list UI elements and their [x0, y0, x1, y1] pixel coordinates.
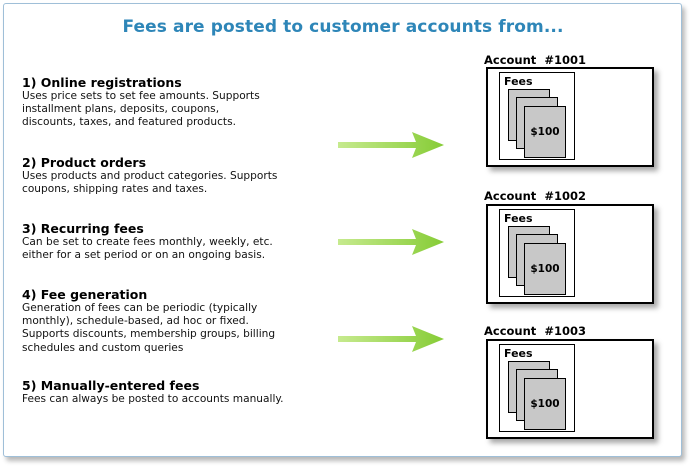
- fees-label: Fees: [504, 75, 533, 88]
- account-box: Fees $100: [486, 67, 654, 167]
- source-description: Generation of fees can be periodic (typi…: [22, 302, 276, 354]
- source-heading: 2) Product orders: [22, 155, 147, 170]
- source-product-orders: 2) Product orders Uses products and prod…: [22, 155, 342, 196]
- diagram-title: Fees are posted to customer accounts fro…: [122, 17, 564, 37]
- arrow-right-icon: [338, 326, 444, 352]
- source-fee-generation: 4) Fee generation Generation of fees can…: [22, 287, 342, 355]
- fees-box: Fees $100: [499, 72, 575, 160]
- source-online-registrations: 1) Online registrations Uses price sets …: [22, 75, 342, 130]
- source-description: Uses products and product categories. Su…: [22, 170, 278, 196]
- account-label: Account #1001: [484, 53, 586, 67]
- fee-amount: $100: [530, 398, 560, 410]
- arrow-right-icon: [338, 229, 444, 255]
- fees-box: Fees $100: [499, 209, 575, 297]
- source-heading: 3) Recurring fees: [22, 221, 144, 236]
- fee-card: $100: [524, 106, 566, 158]
- account-label: Account #1003: [484, 324, 586, 338]
- arrow-right-icon: [338, 132, 444, 158]
- source-heading: 4) Fee generation: [22, 287, 148, 302]
- source-recurring-fees: 3) Recurring fees Can be set to create f…: [22, 221, 342, 262]
- source-description: Fees can always be posted to accounts ma…: [22, 393, 284, 405]
- fees-label: Fees: [504, 212, 533, 225]
- source-manual-fees: 5) Manually-entered fees Fees can always…: [22, 378, 342, 406]
- source-description: Can be set to create fees monthly, weekl…: [22, 236, 273, 262]
- account-box: Fees $100: [486, 204, 654, 304]
- source-heading: 1) Online registrations: [22, 75, 182, 90]
- fee-card: $100: [524, 243, 566, 295]
- fee-amount: $100: [530, 126, 560, 138]
- fee-card: $100: [524, 378, 566, 430]
- source-heading: 5) Manually-entered fees: [22, 378, 200, 393]
- fee-amount: $100: [530, 263, 560, 275]
- fees-label: Fees: [504, 347, 533, 360]
- source-description: Uses price sets to set fee amounts. Supp…: [22, 90, 260, 129]
- account-box: Fees $100: [486, 339, 654, 439]
- account-label: Account #1002: [484, 189, 586, 203]
- fees-box: Fees $100: [499, 344, 575, 432]
